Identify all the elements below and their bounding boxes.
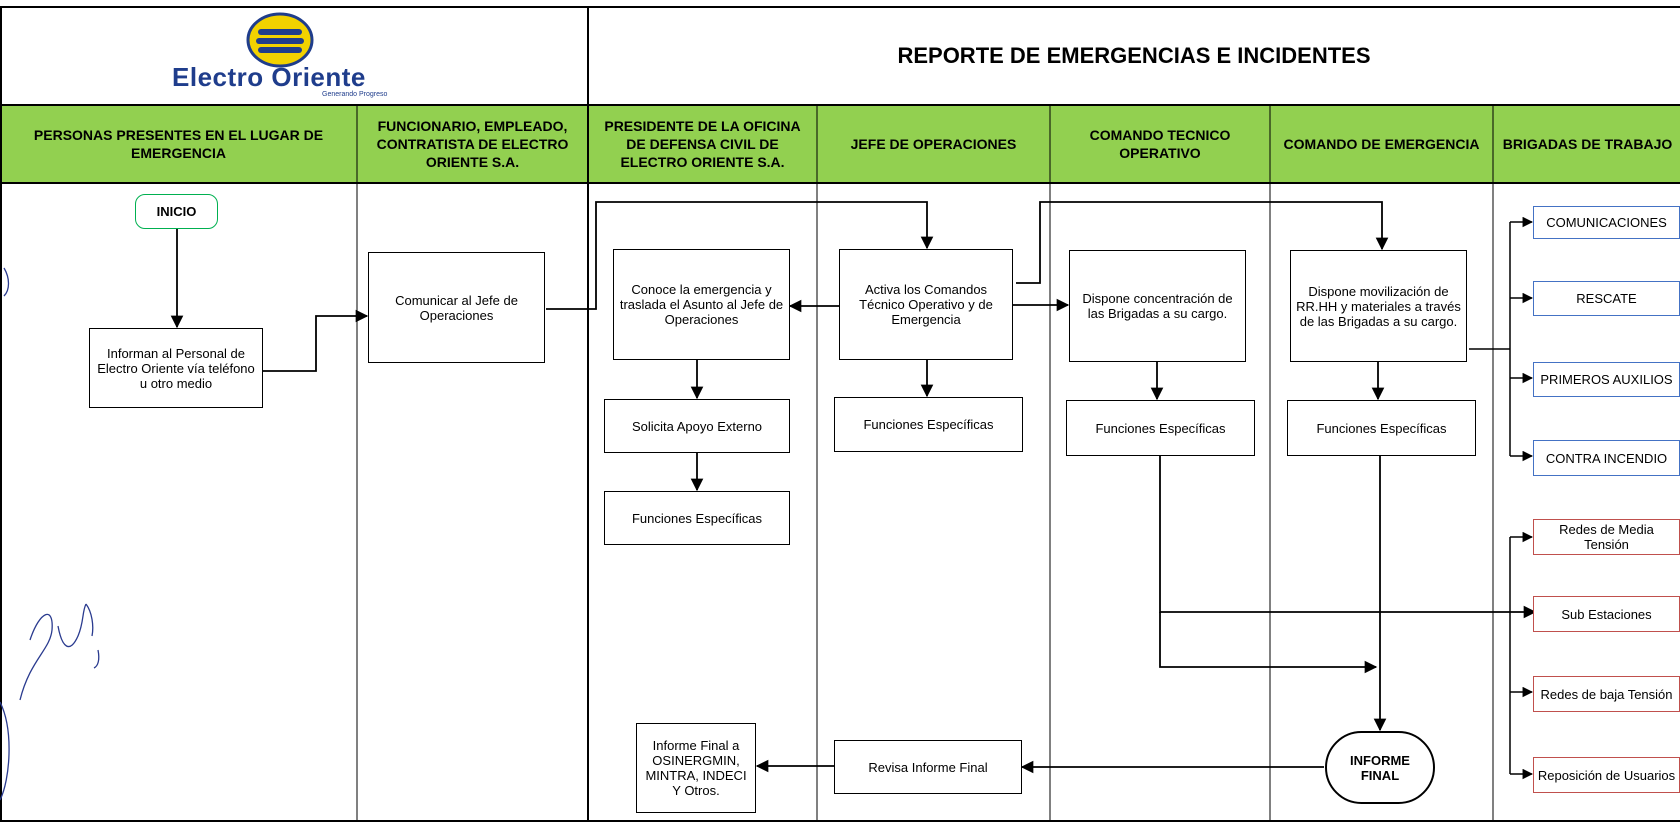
- page-title: REPORTE DE EMERGENCIAS E INCIDENTES: [897, 42, 1371, 68]
- brigade-primeros-auxilios: PRIMEROS AUXILIOS: [1533, 362, 1680, 397]
- funciones-presidente-node: Funciones Específicas: [604, 491, 790, 545]
- lane-dividers: [356, 105, 1494, 822]
- activa-node: Activa los Comandos Técnico Operativo y …: [839, 249, 1013, 360]
- inicio-node: INICIO: [135, 194, 218, 229]
- lane-header-jefe: JEFE DE OPERACIONES: [817, 105, 1050, 183]
- conoce-node: Conoce la emergencia y traslada el Asunt…: [613, 249, 790, 360]
- informan-node: Informan al Personal de Electro Oriente …: [89, 328, 263, 408]
- brigade-redes-baja: Redes de baja Tensión: [1533, 676, 1680, 712]
- brigade-reposicion: Reposición de Usuarios: [1533, 757, 1680, 793]
- solicita-node: Solicita Apoyo Externo: [604, 399, 790, 453]
- funciones-jefe-node: Funciones Específicas: [834, 397, 1023, 452]
- informe-osinergmin-node: Informe Final a OSINERGMIN, MINTRA, INDE…: [636, 723, 756, 813]
- informe-final-node: INFORME FINAL: [1325, 731, 1435, 804]
- logo-cell: Electro Oriente Generando Progreso: [0, 0, 588, 105]
- table-grid: [0, 6, 1680, 822]
- comunicar-node: Comunicar al Jefe de Operaciones: [368, 252, 545, 363]
- logo-icon: [246, 12, 314, 68]
- brigade-comunicaciones: COMUNICACIONES: [1533, 206, 1680, 239]
- brigade-arrows: [1510, 216, 1534, 780]
- brigade-redes-media: Redes de Media Tensión: [1533, 519, 1680, 555]
- brigade-contra-incendio: CONTRA INCENDIO: [1533, 440, 1680, 476]
- lane-header-personas: PERSONAS PRESENTES EN EL LUGAR DE EMERGE…: [0, 105, 357, 183]
- brigade-sub-estaciones: Sub Estaciones: [1533, 596, 1680, 632]
- brigade-rescate: RESCATE: [1533, 281, 1680, 316]
- flow-arrows: [170, 201, 1537, 774]
- signature-image: [0, 267, 100, 801]
- funciones-emergencia-node: Funciones Específicas: [1287, 400, 1476, 456]
- dispone-movilizacion-node: Dispone movilización de RR.HH y material…: [1290, 250, 1467, 362]
- dispone-concentracion-node: Dispone concentración de las Brigadas a …: [1069, 250, 1246, 362]
- lane-header-funcionario: FUNCIONARIO, EMPLEADO, CONTRATISTA DE EL…: [357, 105, 588, 183]
- lane-header-emergencia: COMANDO DE EMERGENCIA: [1270, 105, 1493, 183]
- logo-tagline: Generando Progreso: [322, 91, 388, 98]
- brigade-bus: [1469, 222, 1511, 774]
- logo-text: Electro Oriente: [172, 62, 366, 92]
- funciones-tecnico-node: Funciones Específicas: [1066, 400, 1255, 456]
- lane-header-brigadas: BRIGADAS DE TRABAJO: [1493, 105, 1680, 183]
- revisa-node: Revisa Informe Final: [834, 740, 1022, 794]
- lane-header-tecnico: COMANDO TECNICO OPERATIVO: [1050, 105, 1270, 183]
- lane-header-presidente: PRESIDENTE DE LA OFICINA DE DEFENSA CIVI…: [588, 105, 817, 183]
